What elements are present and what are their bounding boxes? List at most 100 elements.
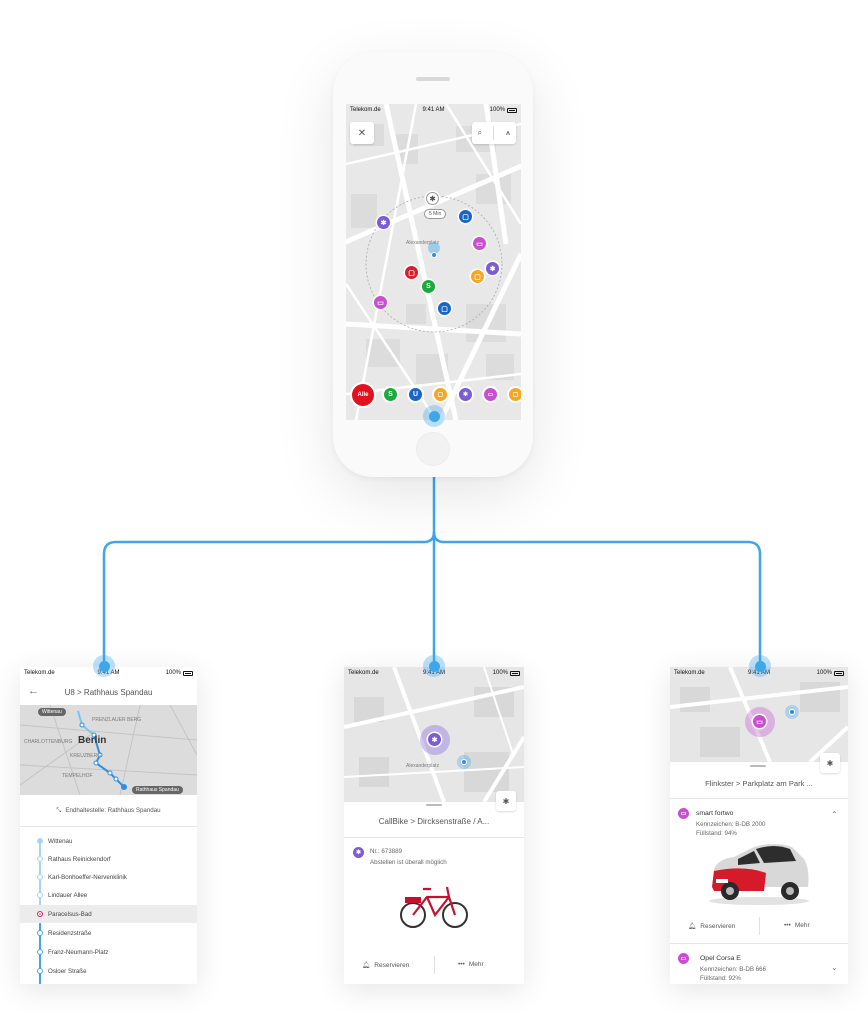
more-button[interactable]: •••Mehr <box>458 961 484 968</box>
callbike-poi-icon[interactable]: ✱ <box>377 216 390 229</box>
stop-item[interactable]: Lindauer Allee <box>20 886 197 904</box>
stop-item[interactable]: Wittenau <box>20 832 197 850</box>
status-bar-bike: Telekom.de 9:41 AM 100% <box>344 667 524 679</box>
callbike-icon: ✱ <box>353 847 364 858</box>
callbike-poi-icon-2[interactable]: ✱ <box>486 262 499 275</box>
search-icon[interactable]: ⌕ <box>477 128 483 137</box>
stop-name: Residenzstraße <box>48 929 92 937</box>
stop-item[interactable]: Franz-Neumann-Platz <box>20 943 197 961</box>
car1-plate: Kennzeichen: B-DB 2000 <box>696 821 766 828</box>
bike-map[interactable] <box>344 667 524 802</box>
stop-dot <box>37 892 43 898</box>
stop-name: Osloer Straße <box>48 967 87 975</box>
stop-name: Rathaus Reinickendorf <box>48 855 111 863</box>
compass-icon[interactable]: ⩚ <box>505 128 511 137</box>
phone-speaker <box>416 77 450 81</box>
filter-callbike-button[interactable]: ✱ <box>459 388 472 401</box>
endstation-row: ⤡Endhaltestelle: Rathhaus Spandau <box>20 807 197 815</box>
filter-bus-button[interactable]: ▢ <box>434 388 447 401</box>
carrier-label: Telekom.de <box>24 670 55 676</box>
car-image <box>709 844 809 905</box>
time-label: 9:41 AM <box>747 670 770 676</box>
bike-screen: Telekom.de 9:41 AM 100% ✱ Alexanderplatz… <box>344 667 524 984</box>
filter-sbahn-button[interactable]: S <box>384 388 397 401</box>
car1-name: smart fortwo <box>696 810 734 817</box>
expand-chevron-icon[interactable]: ⌄ <box>831 963 838 972</box>
carsharing-selected-icon[interactable]: ▭ <box>753 715 766 728</box>
stop-item[interactable]: Residenzstraße <box>20 924 197 942</box>
reserve-button[interactable]: 🔔︎Reservieren <box>688 922 735 931</box>
stop-name: Lindauer Allee <box>48 891 88 899</box>
end-station-tag: Rathhaus Spandau <box>132 786 183 794</box>
carrier-label: Telekom.de <box>350 107 381 113</box>
map-place-kreuzberg: KREUZBERG <box>70 753 102 759</box>
user-location-dot <box>789 709 795 715</box>
stop-item[interactable]: Osloer Straße <box>20 962 197 980</box>
more-button[interactable]: •••Mehr <box>784 922 810 929</box>
filter-bar: Alle S U ▢ ✱ ▭ ▢ <box>346 380 521 420</box>
walk-button[interactable]: ✱ <box>820 753 840 773</box>
action-divider <box>759 917 760 935</box>
stop-item[interactable]: Karl-Bonhoeffer-Nervenklinik <box>20 868 197 886</box>
bus-poi-icon[interactable]: ▢ <box>471 270 484 283</box>
ubahn-poi-icon[interactable]: ▢ <box>459 210 472 223</box>
stop-name: Paracelsus-Bad <box>48 910 92 918</box>
divider <box>670 798 848 799</box>
route-screen: Telekom.de 9:41 AM 100% ← U8 > Rathhaus … <box>20 667 197 984</box>
bike-number: Nr.: 673889 <box>370 848 402 855</box>
battery-label: 100% <box>492 670 508 676</box>
walking-icon: ✱ <box>826 758 834 768</box>
battery-label: 100% <box>165 670 181 676</box>
ubahn-poi-icon-2[interactable]: ▢ <box>438 302 451 315</box>
status-bar-route: Telekom.de 9:41 AM 100% <box>20 667 197 679</box>
route-line-next <box>39 909 41 984</box>
callbike-selected-icon[interactable]: ✱ <box>428 733 441 746</box>
collapse-chevron-icon[interactable]: ⌃ <box>831 810 838 819</box>
more-icon: ••• <box>458 961 465 968</box>
time-label: 9:41 AM <box>97 670 120 676</box>
sheet-handle[interactable] <box>750 765 766 767</box>
carsharing-icon-2: ▭ <box>678 953 689 964</box>
map-screen[interactable]: Telekom.de 9:41 AM 100% ✕ ⌕ ⩚ Alexanderp… <box>346 104 521 420</box>
user-location-pin <box>425 239 443 258</box>
stop-dot <box>37 838 43 844</box>
filter-carsharing-button[interactable]: ▭ <box>484 388 497 401</box>
stop-item-current[interactable]: Paracelsus-Bad <box>20 905 197 923</box>
walking-icon: ✱ <box>426 192 439 205</box>
stop-dot <box>37 949 43 955</box>
carsharing-poi-icon[interactable]: ▭ <box>473 237 486 250</box>
bike-note: Abstellen ist überall möglich <box>370 859 447 866</box>
filter-alle-button[interactable]: Alle <box>352 384 374 406</box>
stop-dot <box>37 874 43 880</box>
time-label: 9:41 AM <box>422 670 445 676</box>
map-place-charlottenburg: CHARLOTTENBURG <box>24 739 73 745</box>
carrier-label: Telekom.de <box>348 670 379 676</box>
more-icon: ••• <box>784 922 791 929</box>
walk-time-badge: 5 Min <box>424 209 447 219</box>
car-map[interactable] <box>670 667 848 762</box>
filter-ubahn-button[interactable]: U <box>409 388 422 401</box>
map-place-prenzlauer: PRENZLAUER BERG <box>92 717 142 723</box>
tap-indicator <box>423 405 445 427</box>
map-place-tempelhof: TEMPELHOF <box>62 773 93 779</box>
battery-icon <box>507 107 517 113</box>
home-button <box>416 432 450 466</box>
stop-item[interactable]: Rathaus Reinickendorf <box>20 850 197 868</box>
reserve-button[interactable]: 🔔︎Reservieren <box>362 961 409 970</box>
route-map[interactable] <box>20 705 197 795</box>
carsharing-poi-icon-2[interactable]: ▭ <box>374 296 387 309</box>
bike-title: CallBike > Dircksenstraße / A... <box>378 817 490 826</box>
map-tools: ⌕ ⩚ <box>472 122 516 144</box>
close-button[interactable]: ✕ <box>350 122 374 144</box>
sheet-handle[interactable] <box>426 804 442 806</box>
battery-label: 100% <box>816 670 832 676</box>
car2-plate: Kennzeichen: B-DB 666 <box>700 966 767 973</box>
car-screen: Telekom.de 9:41 AM 100% ▭ ✱ Flinkster > … <box>670 667 848 984</box>
sbahn-poi-icon[interactable]: S <box>422 280 435 293</box>
tap-indicator-route <box>93 655 115 677</box>
filter-bus-button-2[interactable]: ▢ <box>509 388 521 401</box>
back-arrow-icon[interactable]: ← <box>28 685 39 697</box>
tram-poi-icon[interactable]: ▢ <box>405 266 418 279</box>
time-label: 9:41 AM <box>422 107 445 113</box>
walk-button[interactable]: ✱ <box>496 791 516 811</box>
